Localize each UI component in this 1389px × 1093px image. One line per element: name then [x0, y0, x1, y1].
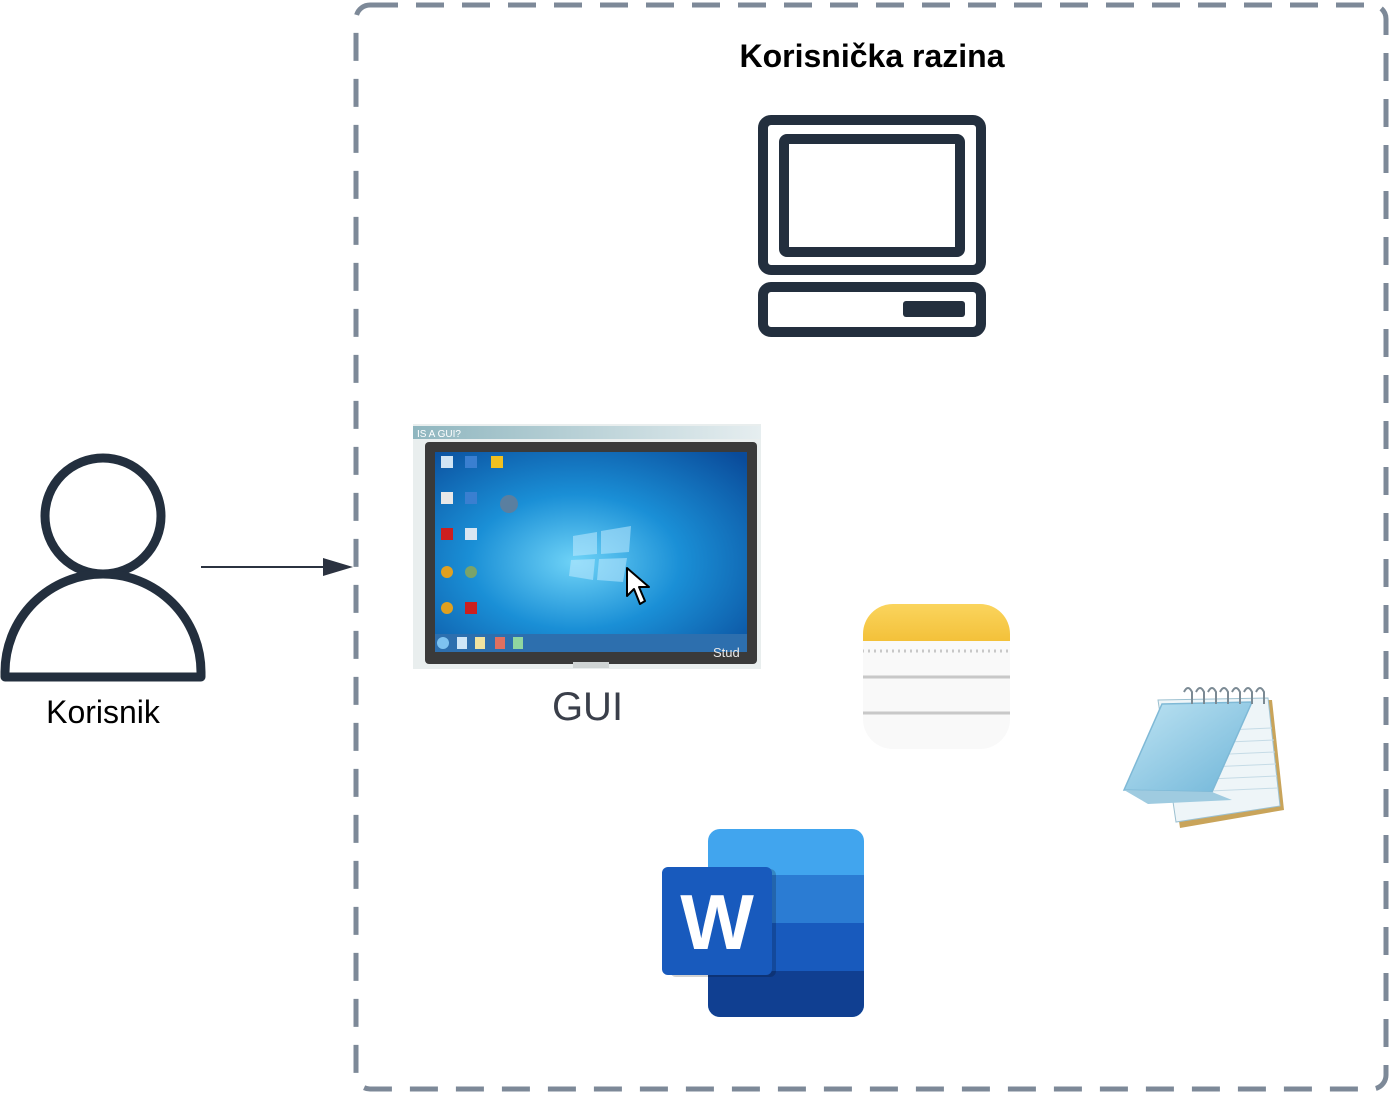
gui-label: GUI	[551, 685, 624, 729]
computer-icon	[758, 115, 986, 337]
user-label: Korisnik	[46, 694, 160, 730]
desktop-icons	[441, 456, 518, 614]
gui-screenshot: IS A GUI? Stud	[413, 424, 761, 669]
notepad-icon	[1122, 687, 1284, 828]
group-title: Korisnička razina	[739, 38, 1005, 74]
word-icon: W	[662, 829, 864, 1017]
windows-logo	[569, 526, 631, 582]
svg-text:W: W	[680, 878, 754, 966]
gui-watermark: Stud	[713, 645, 740, 660]
mouse-cursor-icon	[626, 567, 650, 605]
connector-arrow	[201, 558, 353, 576]
user-icon	[0, 453, 206, 682]
notes-app-icon	[863, 604, 1010, 749]
gui-banner-text: IS A GUI?	[417, 429, 461, 440]
